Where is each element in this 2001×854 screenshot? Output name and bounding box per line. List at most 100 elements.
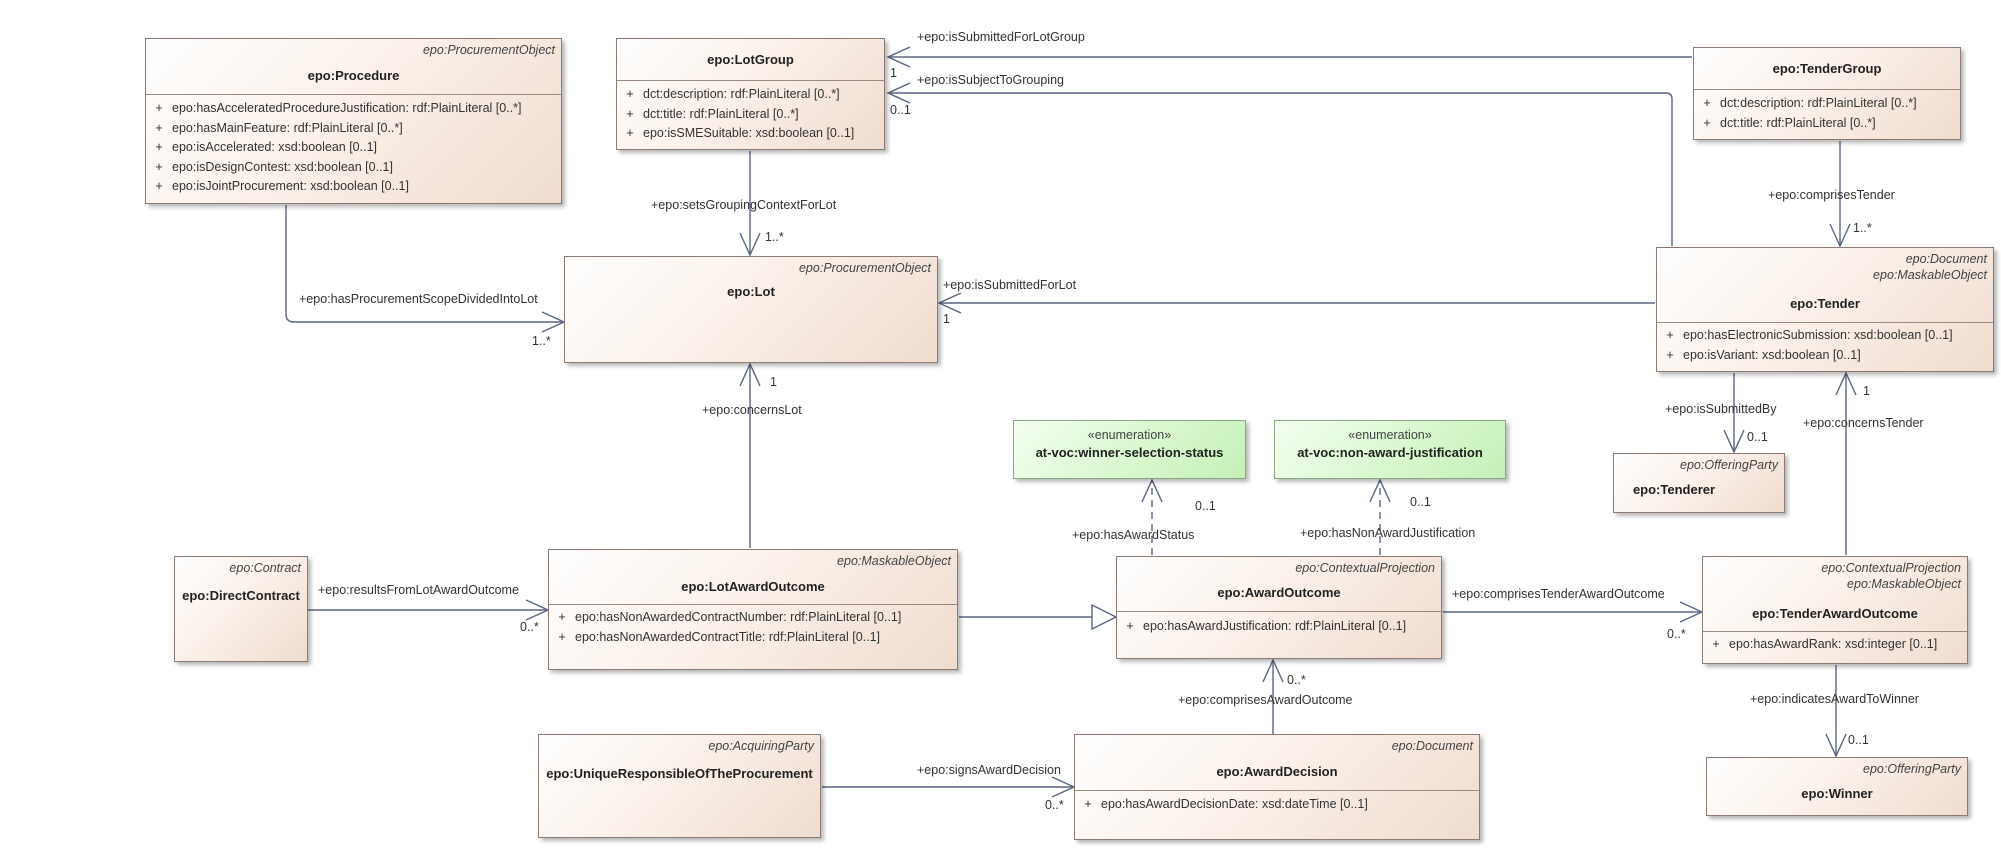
stereotype-label: «enumeration» bbox=[1348, 428, 1432, 442]
multiplicity-label: 1 bbox=[1863, 384, 1870, 398]
stereotype-document: epo:Document bbox=[1905, 252, 1987, 266]
attribute-row: +dct:title: rdf:PlainLiteral [0..*] bbox=[626, 106, 799, 121]
attribute-list: +epo:hasAwardDecisionDate: xsd:dateTime … bbox=[1075, 795, 1479, 815]
class-uniqueresponsible[interactable]: epo:AcquiringParty epo:UniqueResponsible… bbox=[538, 734, 821, 838]
attribute-row: +dct:description: rdf:PlainLiteral [0..*… bbox=[1703, 96, 1917, 110]
class-name: epo:Winner bbox=[1801, 786, 1873, 801]
enum-name: at-voc:non-award-justification bbox=[1297, 445, 1483, 460]
class-name: epo:TenderAwardOutcome bbox=[1752, 606, 1918, 621]
attribute-row: +epo:hasNonAwardedContractNumber: rdf:Pl… bbox=[558, 610, 902, 624]
multiplicity-label: 0..* bbox=[1045, 798, 1064, 812]
attribute-list: +dct:description: rdf:PlainLiteral [0..*… bbox=[1694, 94, 1960, 133]
class-winner[interactable]: epo:OfferingParty epo:Winner bbox=[1706, 757, 1968, 816]
multiplicity-label: 0..1 bbox=[1410, 495, 1431, 509]
class-name: epo:Procedure bbox=[307, 68, 400, 83]
attribute-row: +epo:hasAwardJustification: rdf:PlainLit… bbox=[1126, 619, 1407, 633]
class-awardoutcome[interactable]: epo:ContextualProjection epo:AwardOutcom… bbox=[1116, 556, 1442, 659]
role-label: +epo:isSubmittedForLotGroup bbox=[917, 30, 1085, 44]
class-tenderer[interactable]: epo:OfferingParty epo:Tenderer bbox=[1613, 453, 1785, 513]
stereotype-label: «enumeration» bbox=[1087, 428, 1172, 442]
class-name: epo:Tenderer bbox=[1632, 482, 1716, 497]
arrowhead-winner bbox=[1825, 733, 1847, 758]
compartment-separator bbox=[146, 94, 561, 95]
enum-non-award-justification[interactable]: «enumeration» at-voc:non-award-justifica… bbox=[1274, 420, 1506, 479]
class-tenderawardoutcome[interactable]: epo:ContextualProjection epo:MaskableObj… bbox=[1702, 556, 1968, 664]
class-lotgroup[interactable]: epo:LotGroup +dct:description: rdf:Plain… bbox=[616, 38, 885, 150]
class-name: epo:LotGroup bbox=[707, 52, 794, 67]
class-name: epo:UniqueResponsibleOfTheProcurement bbox=[546, 766, 813, 781]
role-label: +epo:hasAwardStatus bbox=[1072, 528, 1195, 542]
role-label: +epo:comprisesTenderAwardOutcome bbox=[1452, 587, 1665, 601]
role-label: +epo:isSubmittedForLot bbox=[943, 278, 1077, 292]
role-label: +epo:setsGroupingContextForLot bbox=[651, 198, 837, 212]
edge-procedure-lot bbox=[285, 205, 564, 323]
multiplicity-label: 1..* bbox=[532, 334, 551, 348]
arrowhead-tenderer bbox=[1723, 429, 1745, 454]
class-name: epo:Lot bbox=[727, 284, 775, 299]
role-label: +epo:hasNonAwardJustification bbox=[1300, 526, 1476, 540]
stereotype-label: epo:OfferingParty bbox=[1863, 762, 1961, 776]
stereotype-label: epo:OfferingParty bbox=[1680, 458, 1778, 472]
attribute-list: +epo:hasAwardJustification: rdf:PlainLit… bbox=[1117, 617, 1441, 637]
multiplicity-label: 0..* bbox=[1287, 673, 1306, 687]
class-name: epo:AwardOutcome bbox=[1217, 585, 1341, 600]
role-label: +epo:signsAwardDecision bbox=[917, 763, 1061, 777]
generalization-triangle bbox=[1091, 603, 1118, 631]
class-name: epo:AwardDecision bbox=[1216, 764, 1338, 779]
attribute-row: +epo:hasAwardDecisionDate: xsd:dateTime … bbox=[1084, 797, 1368, 811]
attribute-list: +epo:hasAwardRank: xsd:integer [0..1] bbox=[1703, 635, 1967, 655]
stereotype-label: epo:Document bbox=[1391, 739, 1473, 753]
stereotype-label: epo:ProcurementObject bbox=[422, 43, 555, 57]
arrowhead-awardoutcome-bottom bbox=[1262, 658, 1284, 683]
attribute-row: +epo:hasMainFeature: rdf:PlainLiteral [0… bbox=[155, 120, 403, 135]
attribute-list: +epo:hasElectronicSubmission: xsd:boolea… bbox=[1657, 326, 1993, 365]
role-label: +epo:concernsLot bbox=[702, 403, 802, 417]
compartment-separator bbox=[549, 604, 957, 605]
role-label: +epo:isSubmittedBy bbox=[1665, 402, 1777, 416]
role-label: +epo:comprisesTender bbox=[1768, 188, 1895, 202]
compartment-separator bbox=[617, 80, 884, 81]
role-label: +epo:comprisesAwardOutcome bbox=[1178, 693, 1353, 707]
multiplicity-label: 1 bbox=[770, 375, 777, 389]
stereotype-label: epo:ContextualProjection epo:MaskableObj… bbox=[1821, 560, 1961, 592]
role-label: +epo:concernsTender bbox=[1803, 416, 1924, 430]
class-tender[interactable]: epo:Document epo:MaskableObject epo:Tend… bbox=[1656, 247, 1994, 372]
class-lotawardoutcome[interactable]: epo:MaskableObject epo:LotAwardOutcome +… bbox=[548, 549, 958, 670]
arrowhead-lotgroup-right bbox=[886, 82, 911, 104]
compartment-separator bbox=[1703, 631, 1967, 632]
class-lot[interactable]: epo:ProcurementObject epo:Lot bbox=[564, 256, 938, 363]
attribute-row: +dct:description: rdf:PlainLiteral [0..*… bbox=[626, 87, 840, 101]
stereotype-label: epo:Document epo:MaskableObject bbox=[1873, 251, 1987, 283]
class-tendergroup[interactable]: epo:TenderGroup +dct:description: rdf:Pl… bbox=[1693, 47, 1961, 140]
class-procedure[interactable]: epo:ProcurementObject epo:Procedure +epo… bbox=[145, 38, 562, 204]
multiplicity-label: 1..* bbox=[765, 230, 784, 244]
stereotype-label: epo:Contract bbox=[229, 561, 301, 575]
multiplicity-label: 1 bbox=[943, 312, 950, 326]
enum-winner-selection-status[interactable]: «enumeration» at-voc:winner-selection-st… bbox=[1013, 420, 1246, 479]
class-directcontract[interactable]: epo:Contract epo:DirectContract bbox=[174, 556, 308, 662]
class-name: epo:TenderGroup bbox=[1772, 61, 1882, 76]
attribute-row: +epo:isSMESuitable: xsd:boolean [0..1] bbox=[626, 126, 855, 141]
attribute-row: +epo:isAccelerated: xsd:boolean [0..1] bbox=[155, 140, 377, 155]
arrowhead-lot-right bbox=[937, 292, 962, 314]
multiplicity-label: 0..1 bbox=[890, 103, 911, 117]
attribute-row: +epo:isVariant: xsd:boolean [0..1] bbox=[1666, 347, 1861, 362]
multiplicity-label: 0..1 bbox=[1848, 733, 1869, 747]
attribute-row: +epo:isDesignContest: xsd:boolean [0..1] bbox=[155, 159, 393, 174]
stereotype-label: epo:ContextualProjection bbox=[1295, 561, 1435, 575]
compartment-separator bbox=[1657, 322, 1993, 323]
role-label: +epo:hasProcurementScopeDividedIntoLot bbox=[299, 292, 538, 306]
arrowhead-nonaward bbox=[1369, 478, 1391, 503]
arrowhead-tender-bottom bbox=[1835, 371, 1857, 396]
compartment-separator bbox=[1117, 611, 1441, 612]
multiplicity-label: 0..* bbox=[1667, 627, 1686, 641]
multiplicity-label: 1..* bbox=[1853, 221, 1872, 235]
attribute-row: +epo:hasAcceleratedProcedureJustificatio… bbox=[155, 101, 522, 115]
arrowhead-tender-top bbox=[1829, 223, 1851, 248]
attribute-row: +epo:isJointProcurement: xsd:boolean [0.… bbox=[155, 179, 409, 194]
class-awarddecision[interactable]: epo:Document epo:AwardDecision +epo:hasA… bbox=[1074, 734, 1480, 840]
attribute-row: +dct:title: rdf:PlainLiteral [0..*] bbox=[1703, 115, 1876, 130]
arrowhead-lot-bottom bbox=[739, 362, 761, 387]
attribute-list: +epo:hasAcceleratedProcedureJustificatio… bbox=[146, 99, 561, 197]
